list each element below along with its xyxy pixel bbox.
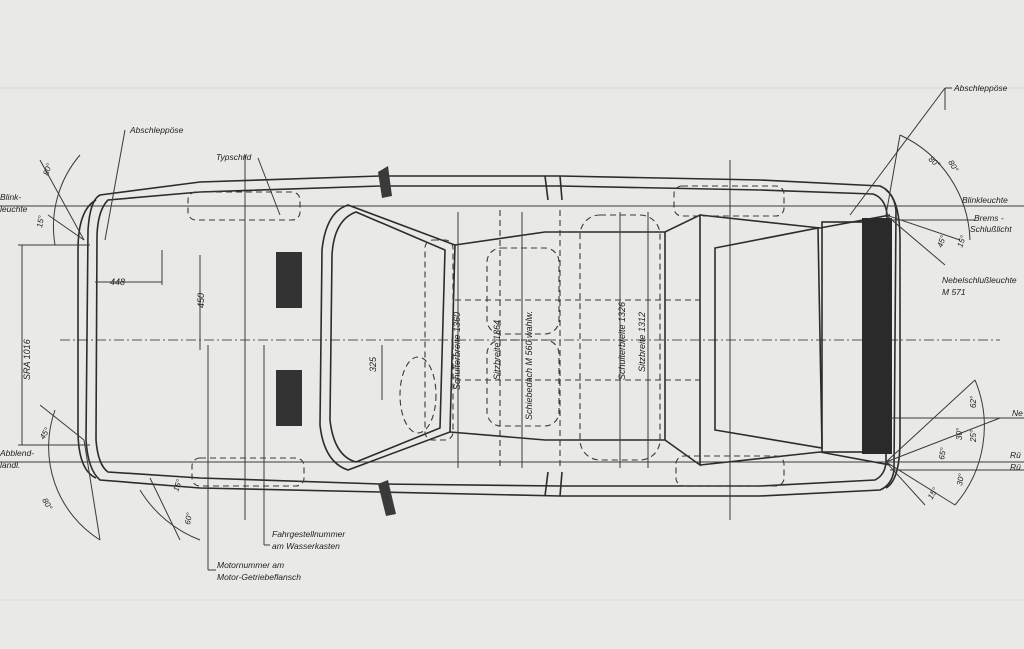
label-abschleppose-rear: Abschleppöse xyxy=(953,83,1008,93)
dim-448: 448 xyxy=(110,277,125,287)
label-blinkleuchte-rear: Blinkleuchte xyxy=(962,195,1008,205)
dim-schiebedach: Schiebedach M 560 wahlw. xyxy=(524,311,534,420)
car-body xyxy=(77,175,901,497)
label-fahrgestellnummer-2: am Wasserkasten xyxy=(272,541,340,551)
angle-30-upper: 30° xyxy=(955,427,964,440)
label-motornummer-1: Motornummer am xyxy=(217,560,284,570)
label-edge-ru-1: Rü xyxy=(1010,450,1021,460)
label-edge-ru-2: Rü xyxy=(1010,462,1021,472)
dim-schulterbreite-rear: Schulterbreite 1326 xyxy=(617,302,627,380)
dim-schulterbreite-front: Schulterbreite 1360 xyxy=(452,312,462,390)
angle-80-rear-1: 80° xyxy=(927,155,943,170)
angle-25: 25° xyxy=(969,429,978,443)
sheet-lines xyxy=(0,87,1024,601)
hood-vents xyxy=(276,252,302,426)
label-abschleppose-front: Abschleppöse xyxy=(129,125,184,135)
dim-sitzbreite-front: Sitzbreite 1364 xyxy=(492,320,502,380)
angle-45-rear: 45° xyxy=(935,233,948,248)
label-fahrgestellnummer-1: Fahrgestellnummer xyxy=(272,529,346,539)
light-angle-arcs xyxy=(39,87,1024,541)
label-bremsleuchte-1: Brems - xyxy=(974,213,1004,223)
cabin xyxy=(319,166,892,516)
label-blinkleuchte-front-1: Blink- xyxy=(0,192,21,202)
angle-15-front-bottom: 15° xyxy=(171,477,184,492)
angle-65: 65° xyxy=(937,446,948,460)
label-nebelschlussleuchte-2: M 571 xyxy=(942,287,966,297)
dim-sra: SRA 1016 xyxy=(22,339,32,380)
angle-80-front-top: 80° xyxy=(41,161,54,176)
angle-15-rear: 15° xyxy=(955,233,968,248)
angle-15-front-top: 15° xyxy=(35,214,46,228)
angle-60-front-bottom: 60° xyxy=(183,511,194,525)
angle-labels: 80° 15° 45° 80° 15° 60° 80° 80° 45° 15° … xyxy=(35,155,978,526)
label-edge-ne: Ne xyxy=(1012,408,1023,418)
label-typschild: Typschild xyxy=(216,152,252,162)
label-blinkleuchte-front-2: leuchte xyxy=(0,204,28,214)
interior-dashed xyxy=(187,185,785,487)
part-labels: Abschleppöse Typschild Blink- leuchte Ab… xyxy=(0,83,1023,582)
angle-80-front-bottom: 80° xyxy=(40,497,54,513)
label-bremsleuchte-2: Schlußlicht xyxy=(970,224,1012,234)
label-motornummer-2: Motor-Getriebeflansch xyxy=(217,572,301,582)
dim-sitzbreite-rear: Sitzbreite 1312 xyxy=(637,312,647,372)
label-nebelschlussleuchte-1: Nebelschlußleuchte xyxy=(942,275,1017,285)
angle-80-rear-2: 80° xyxy=(946,159,960,175)
dimension-labels: 448 450 325 SRA 1016 Schulterbreite 1360… xyxy=(22,277,647,420)
label-abblendlicht-2: landl. xyxy=(0,460,20,470)
label-abblendlicht-1: Abblend- xyxy=(0,448,34,458)
dim-450: 450 xyxy=(196,293,206,308)
angle-62: 62° xyxy=(969,395,978,408)
dim-325: 325 xyxy=(368,356,378,372)
dimension-lines xyxy=(18,212,649,571)
angle-30-lower: 30° xyxy=(955,472,966,486)
